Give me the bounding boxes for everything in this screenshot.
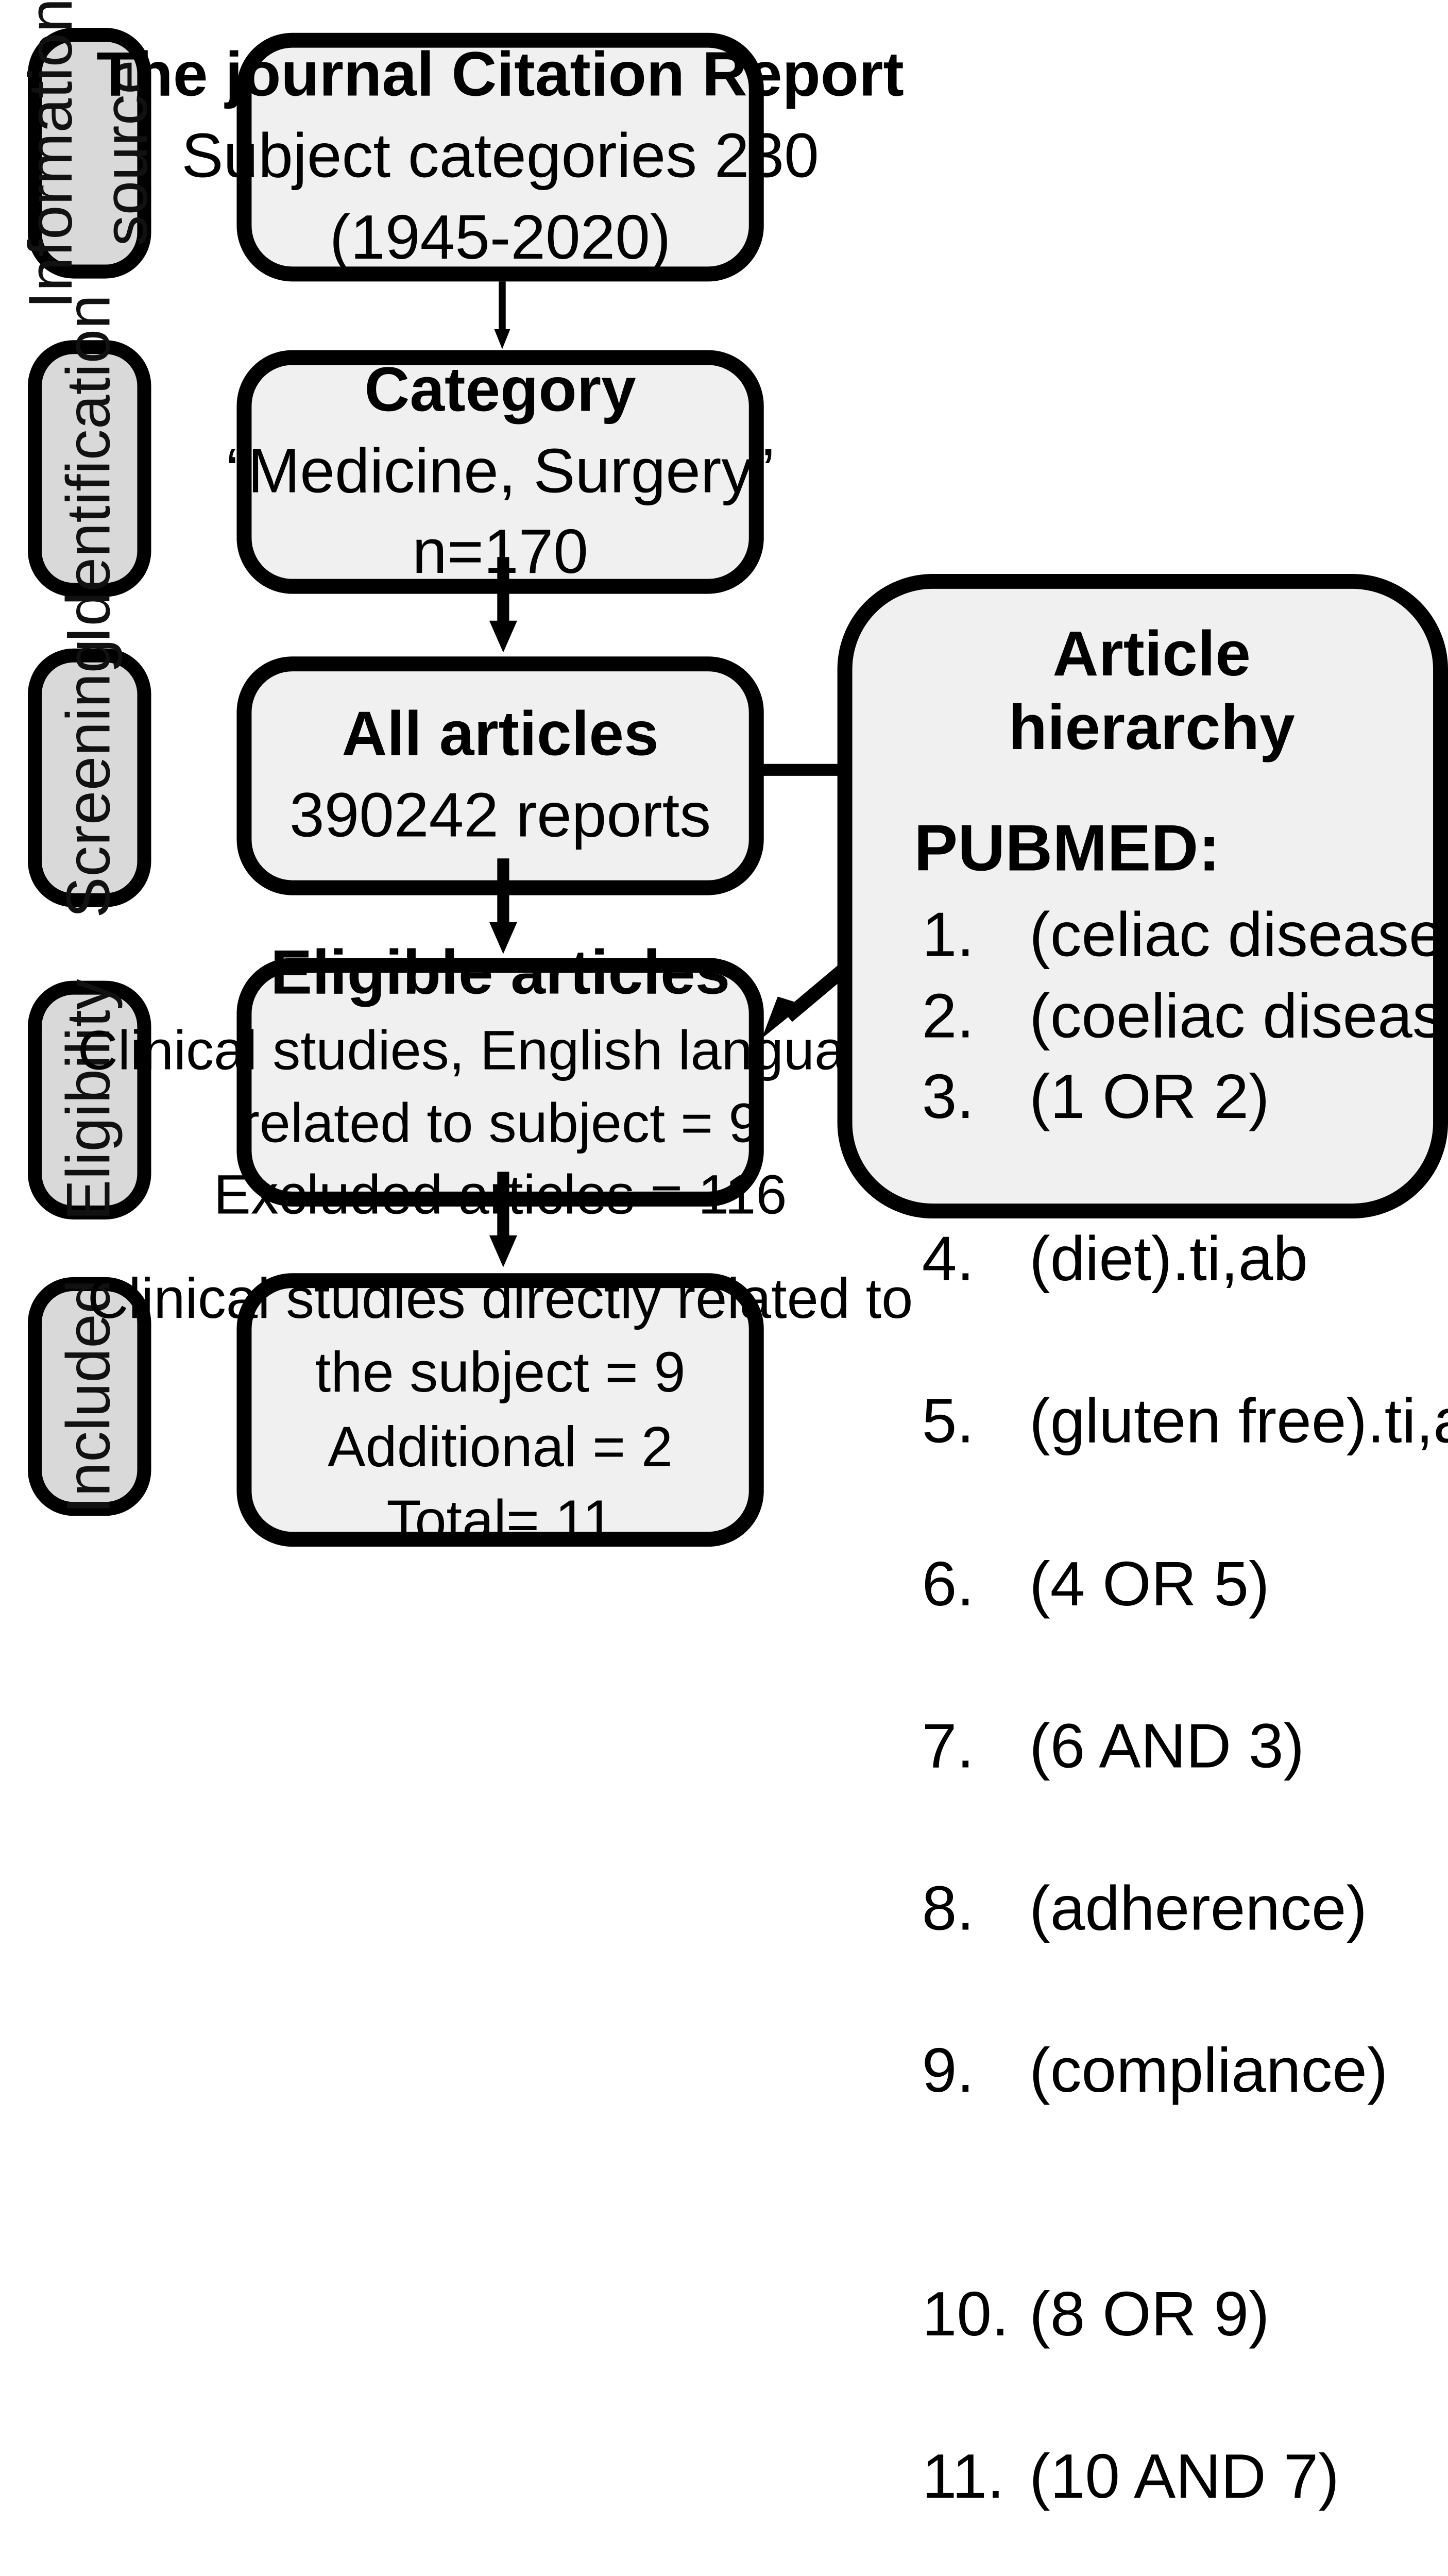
hierarchy-query-row: 9.(compliance)= 185, 795 bbox=[922, 2031, 1400, 2275]
query-number: 3. bbox=[922, 1062, 975, 1132]
stage-label-text: Identification bbox=[55, 294, 124, 643]
box-line: Clinical studies, English language, bbox=[77, 1018, 923, 1081]
query-expression: (diet).ti,ab bbox=[1029, 1225, 1308, 1295]
box-title: Category bbox=[364, 354, 636, 425]
box-line: Additional = 2 bbox=[328, 1415, 673, 1479]
flow-box-included-studies: Clinical studies directly related to the… bbox=[88, 1267, 913, 1552]
query-expression: (gluten free).ti,ab bbox=[1029, 1387, 1448, 1457]
stage-label-screening: Screening bbox=[28, 638, 151, 918]
box-line: Total= 11 bbox=[386, 1488, 614, 1552]
box-line: Clinical studies directly related to bbox=[87, 1267, 913, 1331]
query-expression: (6 AND 3) bbox=[1029, 1711, 1305, 1782]
hierarchy-query-row: 5. (gluten free).ti,ab= 6617 bbox=[922, 1382, 1448, 1545]
box-title: The journal Citation Report bbox=[96, 40, 904, 110]
stage-label-text: Screening bbox=[55, 638, 124, 918]
query-expression: (8 OR 9) bbox=[1029, 2279, 1270, 2349]
query-number: 10. bbox=[922, 2279, 1009, 2349]
box-line: “Medicine, Surgery” bbox=[227, 436, 774, 506]
arrow-down-icon bbox=[489, 1172, 517, 1267]
query-number: 1. bbox=[922, 900, 975, 970]
query-number: 11. bbox=[922, 2442, 1004, 2512]
hierarchy-query-row: 4. (diet).ti,ab= 522,698 bbox=[922, 1220, 1400, 1382]
hierarchy-source-label: PUBMED: bbox=[914, 810, 1220, 885]
box-line: (1945-2020) bbox=[329, 202, 671, 273]
box-line: related to subject = 9 bbox=[241, 1091, 760, 1154]
arrow-category-to-all-articles bbox=[487, 557, 519, 654]
hierarchy-query-list: 1.(celiac disease).ti,ab=26341.2.(coelia… bbox=[904, 895, 1448, 2576]
arrow-down-icon bbox=[489, 858, 517, 954]
query-number: 7. bbox=[922, 1711, 975, 1782]
hierarchy-title: Article hierarchy bbox=[1008, 617, 1295, 763]
arrow-eligible-to-included bbox=[487, 1172, 519, 1269]
query-expression: (4 OR 5) bbox=[1029, 1549, 1270, 1619]
flow-box-eligible-articles: Eligible articles Clinical studies, Engl… bbox=[78, 938, 923, 1226]
hierarchy-query-row: 7.(6 AND 3)= 5060 bbox=[922, 1707, 1400, 1869]
box-title: All articles bbox=[342, 699, 659, 769]
box-line: the subject = 9 bbox=[315, 1341, 686, 1405]
query-number: 8. bbox=[922, 1874, 975, 1944]
flow-box-information-source: The journal Citation Report Subject cate… bbox=[96, 32, 904, 282]
prisma-flow-diagram: Information source Identification Screen… bbox=[18, 0, 1448, 2512]
arrow-down-icon bbox=[494, 281, 510, 349]
flow-box-all-articles: All articles 390242 reports bbox=[236, 656, 764, 895]
query-number: 6. bbox=[922, 1549, 975, 1619]
query-expression: (10 AND 7) bbox=[1029, 2442, 1339, 2512]
query-number: 2. bbox=[922, 981, 975, 1051]
hierarchy-query-row: 10.(8 OR 9)= 390,242 bbox=[922, 2275, 1400, 2437]
flow-box-category: Category “Medicine, Surgery” n=170 bbox=[227, 350, 774, 594]
stage-label-identification: Identification bbox=[28, 294, 151, 643]
query-number: 4. bbox=[922, 1225, 975, 1295]
hierarchy-query-row: 8.(adherence)= 250,158 bbox=[922, 1869, 1400, 2031]
arrow-down-icon bbox=[489, 557, 517, 653]
box-title: Eligible articles bbox=[270, 938, 730, 1008]
hierarchy-query-row: 6. (4 OR 5)= 5856 bbox=[922, 1545, 1400, 1707]
query-expression: (celiac disease).ti,ab bbox=[1029, 900, 1448, 970]
box-line: 390242 reports bbox=[289, 781, 711, 851]
box-line: Subject categories 230 bbox=[181, 121, 819, 191]
query-expression: (adherence) bbox=[1029, 1874, 1368, 1944]
arrow-all-articles-to-eligible bbox=[487, 858, 519, 956]
query-expression: (1 OR 2) bbox=[1029, 1062, 1270, 1132]
query-expression: (compliance) bbox=[1029, 2036, 1388, 2106]
article-hierarchy-panel: Article hierarchy PUBMED: 1. (celiac dise… bbox=[837, 573, 1448, 2512]
hierarchy-query-row: 1.(celiac disease).ti,ab=26341. bbox=[922, 895, 1448, 976]
stage-label-information-source: Information source bbox=[18, 0, 161, 309]
query-expression: (coeliac disease).ti,ab bbox=[1029, 981, 1448, 1051]
hierarchy-query-row: 11.(10 AND 7)= 1086 bbox=[922, 2437, 1400, 2576]
hierarchy-query-row: 2.(coeliac disease).ti,ab=26341 bbox=[922, 976, 1448, 1057]
query-number: 9. bbox=[922, 2036, 975, 2106]
hierarchy-query-row: 3.(1 OR 2)= 26341 bbox=[922, 1058, 1400, 1220]
stage-label-included: Included bbox=[28, 1277, 151, 1516]
arrow-source-to-category bbox=[493, 281, 512, 349]
query-number: 5. bbox=[922, 1387, 975, 1457]
